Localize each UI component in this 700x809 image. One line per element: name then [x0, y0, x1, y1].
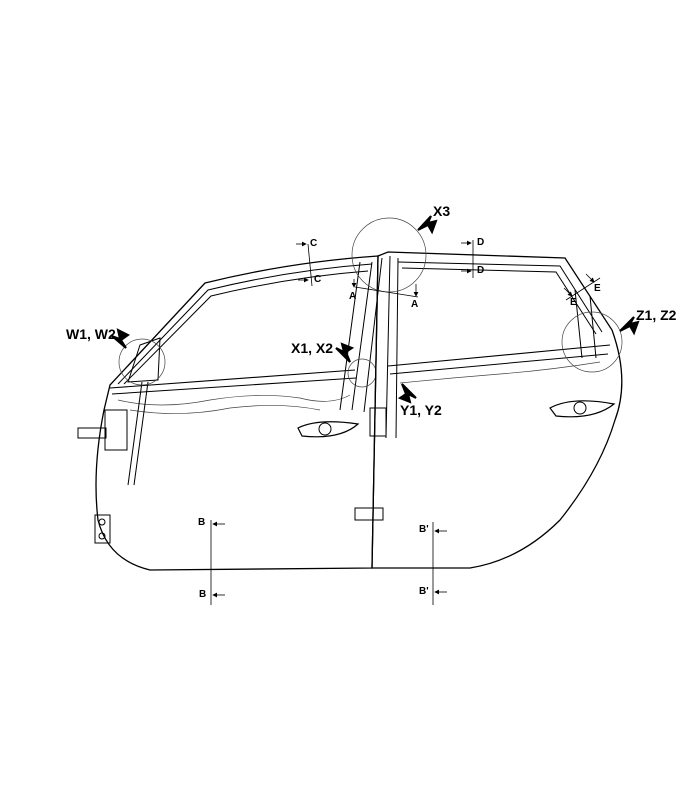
arrow-z — [619, 316, 640, 336]
arrow-y — [397, 383, 417, 404]
section-label-a-bottom: A — [411, 299, 419, 310]
section-line-a — [354, 286, 419, 298]
front-door — [77, 255, 383, 571]
section-label-b-bottom: B — [199, 589, 207, 600]
section-label-d-bottom: D — [477, 265, 485, 276]
arrow-x — [335, 342, 355, 363]
section-label-c-bottom: C — [314, 274, 322, 285]
callout-label-w: W1, W2 — [66, 326, 116, 342]
section-label-bp-bottom: B' — [419, 586, 429, 597]
section-lines — [210, 240, 601, 605]
section-label-bp-top: B' — [419, 524, 429, 535]
callout-label-x3: X3 — [433, 203, 451, 219]
arrow-x3 — [417, 215, 438, 235]
callout-arrows — [111, 215, 640, 404]
section-label-c-top: C — [310, 238, 318, 249]
callout-label-x: X1, X2 — [291, 340, 334, 356]
section-label-d-top: D — [477, 237, 485, 248]
callout-label-z: Z1, Z2 — [636, 307, 677, 323]
rear-door — [351, 217, 623, 569]
section-line-c — [307, 243, 313, 287]
section-label-b-top: B — [198, 517, 206, 528]
section-label-e-bottom: E — [570, 297, 577, 308]
callout-label-y: Y1, Y2 — [400, 402, 442, 418]
arrow-w — [111, 328, 130, 349]
section-label-e-top: E — [594, 283, 601, 294]
section-label-a-top: A — [349, 291, 357, 302]
